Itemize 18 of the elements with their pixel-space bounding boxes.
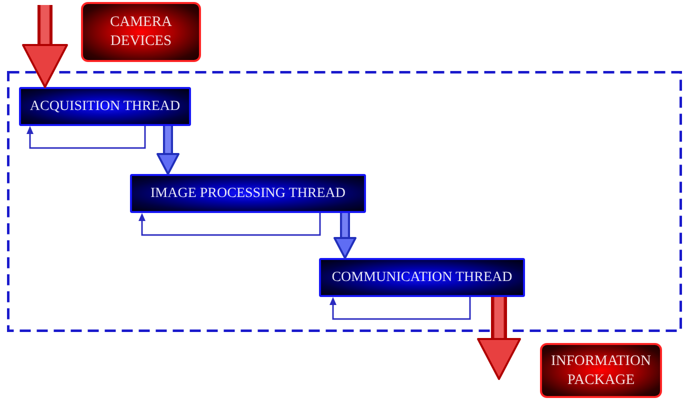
terminal-box [81, 2, 201, 62]
box-label: INFORMATION PACKAGE [550, 352, 652, 390]
terminal-box [540, 343, 662, 398]
dashed-boundary [7, 71, 682, 332]
loop-arrow [26, 126, 146, 149]
loop-arrow [330, 297, 471, 320]
process-box [130, 174, 366, 213]
block-arrow [156, 126, 180, 175]
loop-arrow [138, 213, 321, 236]
process-box [319, 258, 525, 297]
box-label: CAMERA DEVICES [108, 13, 174, 51]
block-arrow [22, 5, 68, 88]
box-label: ACQUISITION THREAD [30, 98, 180, 114]
box-label: COMMUNICATION THREAD [332, 270, 512, 286]
block-arrow [477, 297, 521, 380]
process-box [19, 87, 191, 126]
block-arrow [334, 213, 356, 259]
box-label: IMAGE PROCESSING THREAD [150, 186, 346, 202]
